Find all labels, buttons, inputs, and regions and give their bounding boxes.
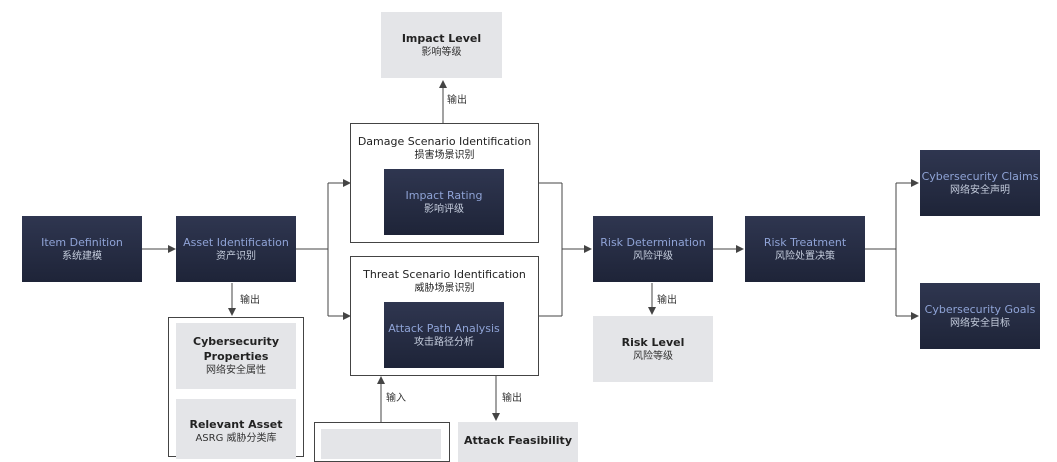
attack-feasibility-title: Attack Feasibility [463,434,572,447]
cybersecurity-claims-title: Cybersecurity Claims [921,169,1039,183]
attack-path-subtitle: 攻击路径分析 [414,336,474,348]
threat-scenario-title: Threat Scenario Identification [363,268,526,281]
damage-scenario-title: Damage Scenario Identification [357,135,532,148]
risk-treatment-subtitle: 风险处置决策 [775,250,835,262]
impact-rating-box[interactable]: Impact Rating 影响评级 [384,169,504,235]
cybersecurity-properties-title-1: Cybersecurity [193,335,279,348]
item-definition-title: Item Definition [41,235,123,249]
asset-identification-box[interactable]: Asset Identification 资产识别 [176,216,296,282]
cybersecurity-claims-subtitle: 网络安全声明 [950,184,1010,196]
connector-lines [142,80,919,422]
damage-scenario-subtitle: 损害场景识别 [414,150,475,161]
risk-determination-title: Risk Determination [600,235,706,249]
relevant-asset-subtitle: ASRG 威胁分类库 [195,433,277,444]
risk-treatment-box[interactable]: Risk Treatment 风险处置决策 [745,216,865,282]
output-label-risk: 输出 [657,295,677,306]
item-definition-subtitle: 系统建模 [62,250,102,262]
risk-treatment-title: Risk Treatment [763,235,847,249]
asset-identification-title: Asset Identification [183,235,289,249]
asset-identification-subtitle: 资产识别 [216,250,256,262]
output-label-asset: 输出 [240,295,260,306]
cybersecurity-properties-title-2: Properties [203,350,269,363]
relevant-asset-box[interactable]: Relevant Asset ASRG 威胁分类库 [176,399,296,459]
risk-level-subtitle: 风险等级 [633,350,673,362]
risk-level-box[interactable]: Risk Level 风险等级 [593,316,713,382]
impact-level-box[interactable]: Impact Level 影响等级 [381,12,502,78]
cybersecurity-properties-box[interactable]: Cybersecurity Properties 网络安全属性 [176,323,296,389]
risk-determination-subtitle: 风险评级 [633,250,673,262]
cybersecurity-properties-subtitle: 网络安全属性 [206,365,266,376]
output-label-attack: 输出 [502,393,522,404]
cybersecurity-goals-box[interactable]: Cybersecurity Goals 网络安全目标 [920,283,1040,349]
attack-feasibility-box[interactable]: Attack Feasibility [458,422,578,462]
risk-level-title: Risk Level [621,335,685,349]
cybersecurity-goals-subtitle: 网络安全目标 [950,317,1010,329]
threat-scenario-subtitle: 威胁场景识别 [414,283,475,294]
item-definition-box[interactable]: Item Definition 系统建模 [22,216,142,282]
risk-determination-box[interactable]: Risk Determination 风险评级 [593,216,713,282]
impact-level-title: Impact Level [401,31,482,45]
relevant-asset-title: Relevant Asset [189,418,283,431]
impact-level-subtitle: 影响等级 [421,46,462,58]
cybersecurity-claims-box[interactable]: Cybersecurity Claims 网络安全声明 [920,150,1040,216]
cybersecurity-goals-title: Cybersecurity Goals [924,302,1036,316]
attack-path-title: Attack Path Analysis [388,321,500,335]
input-source-box[interactable] [321,429,441,459]
output-label-impact: 输出 [447,95,467,106]
input-label: 输入 [386,393,406,404]
impact-rating-title: Impact Rating [405,188,483,202]
attack-path-box[interactable]: Attack Path Analysis 攻击路径分析 [384,302,504,368]
impact-rating-subtitle: 影响评级 [424,203,464,215]
